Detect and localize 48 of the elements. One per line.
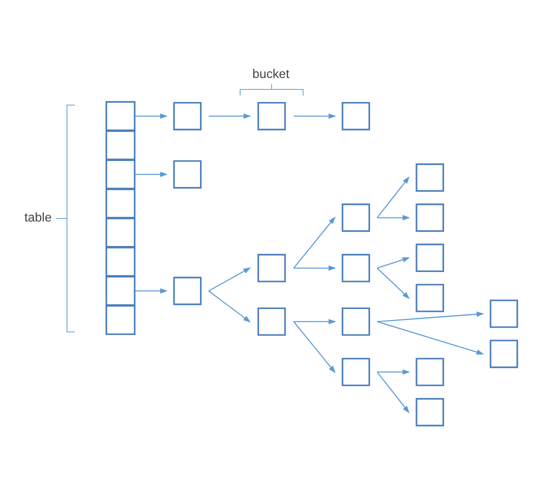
node-box	[106, 130, 136, 160]
node-box	[106, 159, 136, 190]
node-box	[106, 246, 136, 277]
arrow	[208, 114, 252, 119]
node-box	[257, 307, 286, 336]
arrow	[377, 312, 484, 322]
arrow	[376, 268, 410, 300]
node-box	[106, 188, 136, 218]
node-box	[106, 101, 136, 132]
arrow	[208, 267, 251, 292]
label: bucket	[252, 67, 290, 82]
node-box	[173, 276, 202, 306]
arrow	[293, 321, 336, 374]
node-box	[342, 102, 370, 130]
arrow	[376, 176, 410, 218]
node-box	[106, 305, 136, 336]
arrow	[377, 257, 410, 269]
node-box	[490, 340, 518, 368]
node-box	[106, 276, 136, 306]
node-box	[416, 163, 444, 192]
arrow	[377, 321, 484, 355]
node-box	[416, 398, 444, 426]
arrow	[294, 318, 336, 324]
arrow	[293, 216, 336, 268]
node-box	[416, 358, 444, 386]
arrow	[135, 172, 168, 178]
node-box	[342, 358, 370, 386]
arrow	[294, 265, 336, 271]
arrow	[135, 114, 168, 119]
arrow	[208, 290, 251, 323]
arrow	[294, 114, 336, 119]
label: table	[24, 210, 52, 224]
node-box	[416, 244, 444, 272]
node-box	[342, 204, 370, 232]
node-box	[106, 218, 136, 248]
node-box	[257, 102, 286, 130]
node-box	[416, 284, 444, 312]
arrow	[135, 288, 168, 294]
node-box	[342, 307, 370, 336]
node-box	[173, 160, 202, 189]
arrow	[377, 369, 410, 375]
node-box	[257, 254, 286, 282]
node-box	[416, 204, 444, 232]
arrow	[376, 372, 410, 414]
arrow	[377, 215, 410, 220]
node-box	[490, 300, 518, 328]
node-box	[173, 102, 202, 130]
node-box	[342, 254, 370, 282]
